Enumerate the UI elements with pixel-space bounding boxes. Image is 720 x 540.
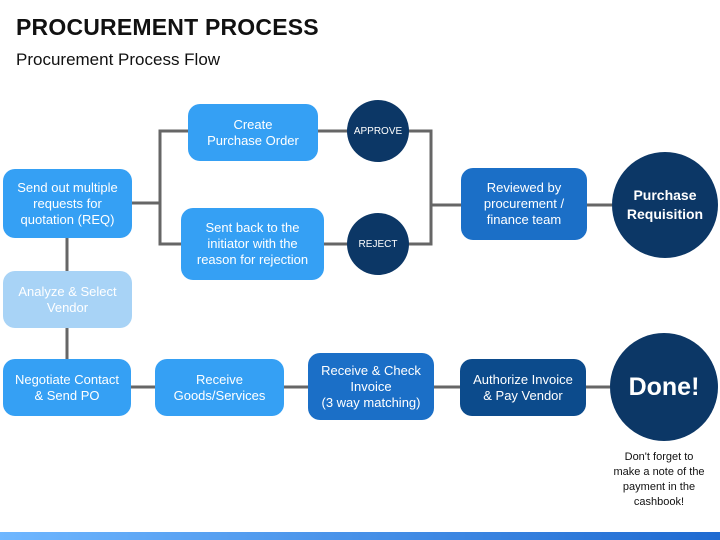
create-purchase-order-box: Create Purchase Order [188, 104, 318, 161]
page-title: PROCUREMENT PROCESS [16, 14, 319, 40]
reject-circle: REJECT [347, 213, 409, 275]
analyze-vendor-box: Analyze & Select Vendor [3, 271, 132, 328]
done-circle: Done! [610, 333, 718, 441]
receive-goods-box: Receive Goods/Services [155, 359, 284, 416]
receive-invoice-box: Receive & Check Invoice (3 way matching) [308, 353, 434, 420]
bottom-accent-bar [0, 532, 720, 540]
send-requests-box: Send out multiple requests for quotation… [3, 169, 132, 238]
purchase-requisition-circle: Purchase Requisition [612, 152, 718, 258]
negotiate-contract-box: Negotiate Contact & Send PO [3, 359, 131, 416]
reviewed-box: Reviewed by procurement / finance team [461, 168, 587, 240]
approve-circle: APPROVE [347, 100, 409, 162]
cashbook-note: Don't forget to make a note of the payme… [613, 451, 705, 508]
sent-back-box: Sent back to the initiator with the reas… [181, 208, 324, 280]
authorize-invoice-box: Authorize Invoice & Pay Vendor [460, 359, 586, 416]
page-subtitle: Procurement Process Flow [16, 50, 221, 69]
